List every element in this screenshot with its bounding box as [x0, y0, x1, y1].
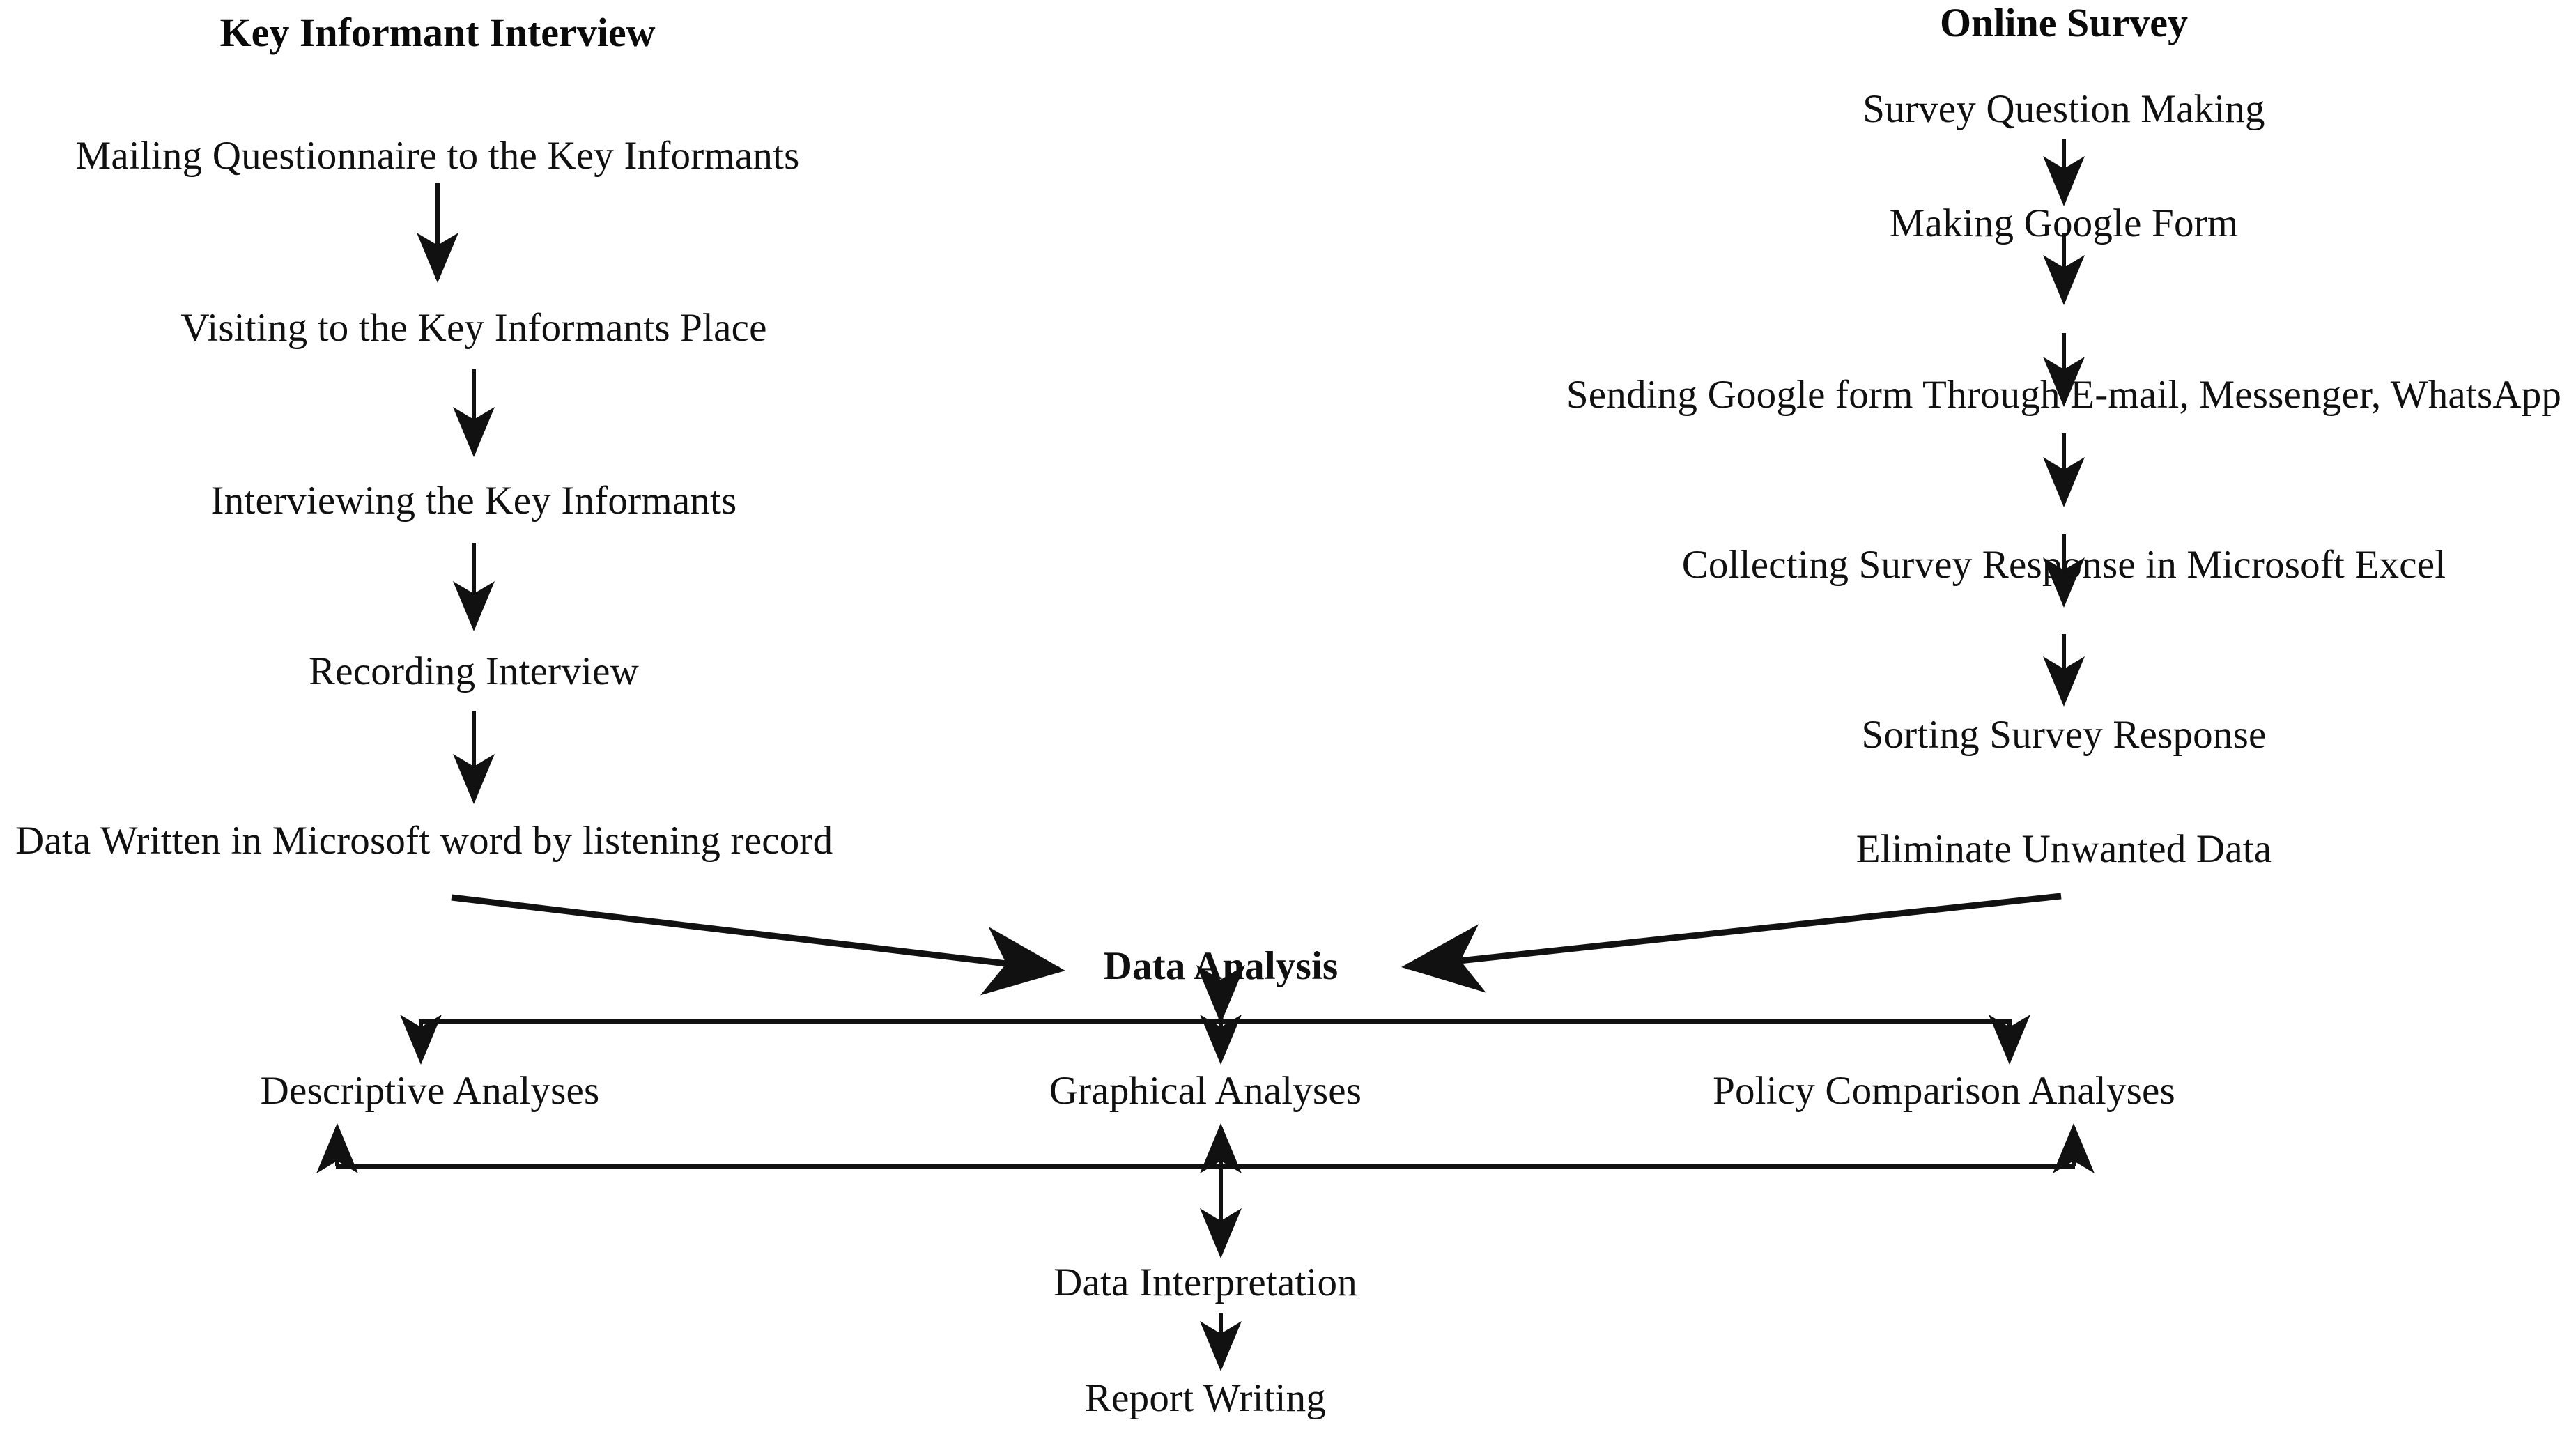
node-data-analysis: Data Analysis — [1103, 944, 1339, 988]
node-left-step-1: Mailing Questionnaire to the Key Informa… — [75, 134, 800, 178]
heading-key-informant-interview: Key Informant Interview — [219, 10, 656, 55]
node-report-writing: Report Writing — [1084, 1376, 1327, 1420]
heading-online-survey: Online Survey — [1939, 0, 2189, 45]
edge-merge-right — [1401, 893, 2062, 993]
node-right-step-4: Collecting Survey Response in Microsoft … — [1681, 543, 2446, 587]
node-policy-comparison-analyses: Policy Comparison Analyses — [1713, 1069, 2175, 1113]
node-right-step-6: Eliminate Unwanted Data — [1856, 827, 2272, 871]
node-right-step-3: Sending Google form Through E-mail, Mess… — [1566, 373, 2562, 417]
node-right-step-2: Making Google Form — [1889, 201, 2239, 245]
edge-merge-left — [451, 894, 1065, 996]
node-data-interpretation: Data Interpretation — [1054, 1260, 1357, 1304]
node-right-step-1: Survey Question Making — [1862, 87, 2265, 131]
node-descriptive-analyses: Descriptive Analyses — [260, 1069, 600, 1113]
node-left-step-5: Data Written in Microsoft word by listen… — [15, 819, 833, 863]
node-right-step-5: Sorting Survey Response — [1861, 713, 2267, 757]
node-left-step-2: Visiting to the Key Informants Place — [180, 306, 767, 350]
node-left-step-4: Recording Interview — [309, 649, 639, 693]
node-graphical-analyses: Graphical Analyses — [1049, 1069, 1362, 1113]
node-left-step-3: Interviewing the Key Informants — [210, 479, 737, 523]
